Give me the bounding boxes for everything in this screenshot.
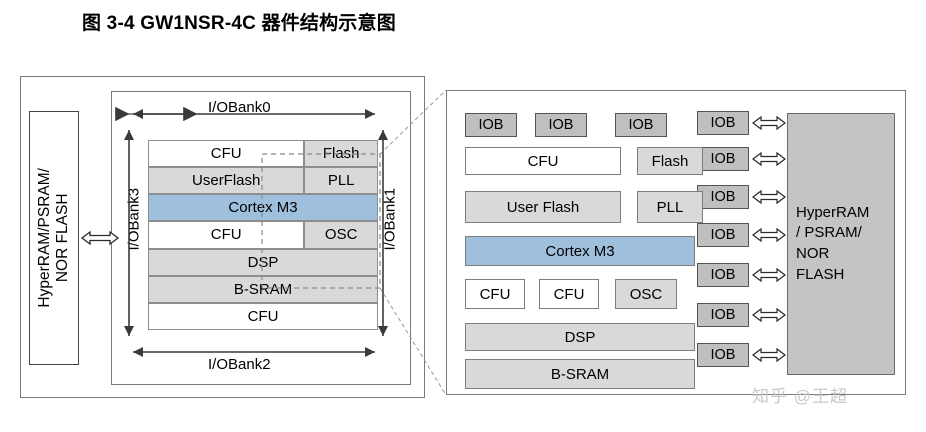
core-block-pll: PLL: [304, 167, 378, 195]
page-title: 图 3-4 GW1NSR-4C 器件结构示意图: [82, 13, 396, 34]
detail-block-cfu: CFU: [465, 279, 525, 309]
external-memory-block-right: HyperRAM / PSRAM/ NOR FLASH: [787, 113, 895, 375]
external-memory-right-line-4: FLASH: [796, 265, 845, 283]
iob-block-top: IOB: [535, 113, 587, 137]
detail-block-dsp: DSP: [465, 323, 695, 351]
detail-block-cfu: CFU: [465, 147, 621, 175]
iob-block-side: IOB: [697, 263, 749, 287]
external-memory-right-line-1: HyperRAM: [796, 203, 870, 221]
core-block-cfu: CFU: [148, 302, 378, 330]
core-block-flash: Flash: [304, 140, 378, 168]
iob-block-top: IOB: [615, 113, 667, 137]
iob-block-side: IOB: [697, 343, 749, 367]
external-memory-right-line-2: / PSRAM/: [796, 224, 862, 242]
core-block-userflash: UserFlash: [148, 167, 305, 195]
iob-block-side: IOB: [697, 223, 749, 247]
external-memory-block-left: HyperRAM/PSRAM/ NOR FLASH: [29, 111, 79, 365]
left-device-panel: HyperRAM/PSRAM/ NOR FLASH I/OBank0 I/OBa…: [20, 76, 425, 398]
iob-block-top: IOB: [465, 113, 517, 137]
core-block-cfu: CFU: [148, 221, 305, 249]
detail-block-osc: OSC: [615, 279, 677, 309]
core-stack-row: CFU: [148, 302, 378, 330]
bank-label-iobank0: I/OBank0: [204, 99, 275, 116]
core-stack-row: DSP: [148, 248, 378, 276]
core-block-osc: OSC: [304, 221, 378, 249]
external-memory-right-line-3: NOR: [796, 245, 830, 262]
core-block-b-sram: B-SRAM: [148, 275, 378, 303]
core-stack-row: B-SRAM: [148, 275, 378, 303]
detail-block-pll: PLL: [637, 191, 703, 223]
detail-block-b-sram: B-SRAM: [465, 359, 695, 389]
detail-block-user-flash: User Flash: [465, 191, 621, 223]
core-block-dsp: DSP: [148, 248, 378, 276]
bank-label-iobank2: I/OBank2: [204, 356, 275, 373]
core-stack-row: Cortex M3: [148, 194, 378, 222]
external-memory-line-2: NOR FLASH: [54, 193, 71, 283]
iob-block-side: IOB: [697, 111, 749, 135]
iob-block-side: IOB: [697, 147, 749, 171]
iob-block-side: IOB: [697, 185, 749, 209]
watermark: 知乎 @王超: [752, 387, 848, 406]
detail-block-flash: Flash: [637, 147, 703, 175]
core-block-cfu: CFU: [148, 140, 305, 168]
detail-block-cfu: CFU: [539, 279, 599, 309]
core-block-cortex-m3: Cortex M3: [148, 194, 378, 222]
external-memory-line-1: HyperRAM/PSRAM/: [36, 168, 54, 308]
iob-block-side: IOB: [697, 303, 749, 327]
detail-block-cortex-m3: Cortex M3: [465, 236, 695, 266]
